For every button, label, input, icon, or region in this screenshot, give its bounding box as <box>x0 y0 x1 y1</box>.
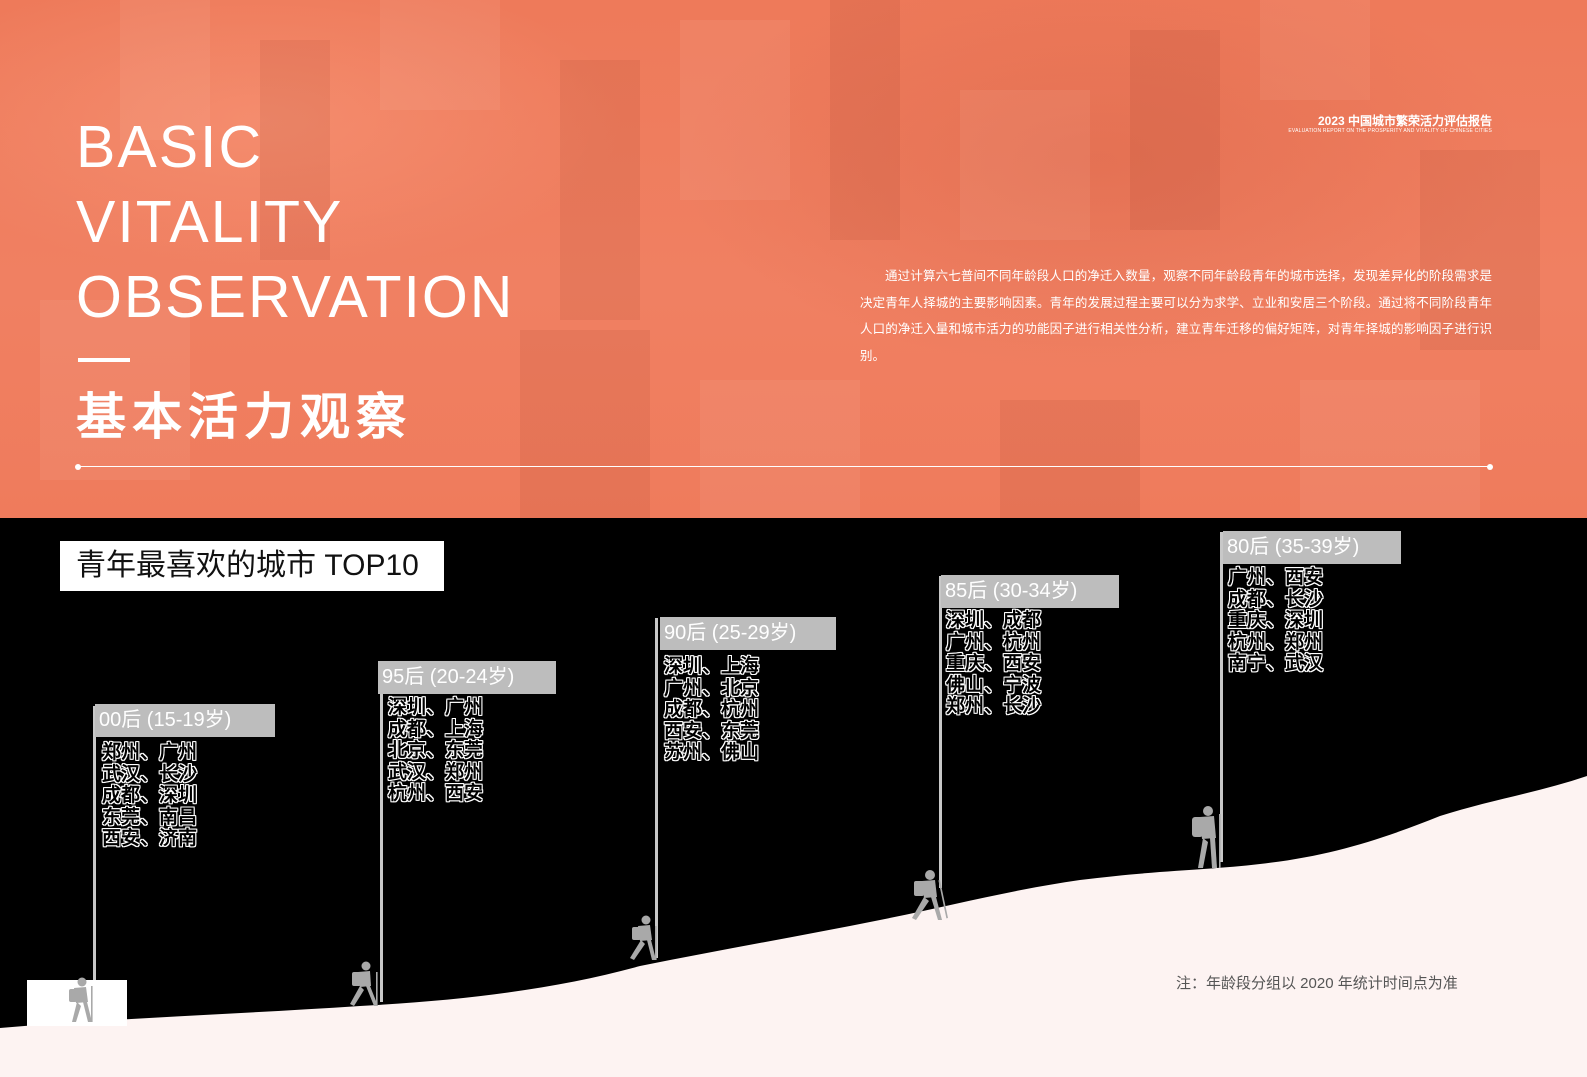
building-texture <box>680 20 790 200</box>
city-pair: 武汉、长沙 <box>102 763 198 785</box>
city-pair: 东莞、南昌 <box>102 806 198 828</box>
city-list-80: 广州、西安 成都、长沙 重庆、深圳 杭州、郑州 南宁、武汉 <box>1228 567 1323 675</box>
title-divider <box>78 358 130 362</box>
flag-label-80: 80后 (35-39岁) <box>1223 531 1401 564</box>
flag-pole <box>939 576 942 888</box>
city-pair: 西安、东莞 <box>664 720 760 742</box>
building-texture <box>120 0 210 140</box>
city-pair: 广州、西安 <box>1228 567 1324 588</box>
city-pair: 深圳、广州 <box>388 697 484 718</box>
city-list-90: 深圳、上海 广州、北京 成都、杭州 西安、东莞 苏州、佛山 <box>664 656 759 764</box>
rule-dot-right <box>1487 463 1493 470</box>
flag-label-00: 00后 (15-19岁) <box>95 704 275 737</box>
flag-label-85: 85后 (30-34岁) <box>941 575 1119 608</box>
city-pair: 深圳、上海 <box>664 656 760 677</box>
hiker-icon <box>912 870 948 920</box>
report-title-cn: 2023 中国城市繁荣活力评估报告 <box>1317 114 1492 128</box>
intro-paragraph: 通过计算六七普间不同年龄段人口的净迁入数量，观察不同年龄段青年的城市选择，发现差… <box>860 269 1492 363</box>
flag-pole <box>380 662 383 1002</box>
city-pair: 成都、上海 <box>388 718 484 740</box>
city-pair: 武汉、郑州 <box>388 761 484 783</box>
flag-label-90: 90后 (25-29岁) <box>660 617 836 650</box>
hiker-icon <box>1192 806 1221 868</box>
city-pair: 杭州、郑州 <box>1228 631 1324 653</box>
city-pair: 郑州、广州 <box>102 742 198 763</box>
title-cn: 基本活力观察 <box>76 389 412 445</box>
title-en-line-3: OBSERVATION <box>76 264 515 330</box>
building-texture <box>1420 150 1540 350</box>
city-pair: 佛山、宁波 <box>946 674 1042 696</box>
city-pair: 广州、杭州 <box>946 631 1042 653</box>
building-texture <box>520 330 650 518</box>
building-texture <box>560 60 640 320</box>
city-pair: 西安、济南 <box>102 828 198 849</box>
city-list-00: 郑州、广州 武汉、长沙 成都、深圳 东莞、南昌 西安、济南 <box>102 742 197 850</box>
city-pair: 苏州、佛山 <box>664 742 760 763</box>
city-pair: 广州、北京 <box>664 677 760 699</box>
building-texture <box>960 90 1090 240</box>
mountain-slope <box>0 776 1587 1077</box>
rule-dot-left <box>75 463 81 470</box>
building-texture <box>1260 0 1370 100</box>
city-list-85: 深圳、成都 广州、杭州 重庆、西安 佛山、宁波 郑州、长沙 <box>946 610 1041 718</box>
building-texture <box>1130 30 1220 230</box>
hiker-icon <box>630 915 657 960</box>
city-list-95: 深圳、广州 成都、上海 北京、东莞 武汉、郑州 杭州、西安 <box>388 697 483 805</box>
title-en-line-1: BASIC <box>76 114 264 180</box>
city-pair: 南宁、武汉 <box>1228 653 1324 674</box>
section-title: 青年最喜欢的城市 TOP10 <box>60 541 444 591</box>
city-pair: 成都、长沙 <box>1228 588 1324 610</box>
building-texture <box>40 300 190 480</box>
building-texture <box>1000 400 1140 518</box>
city-pair: 重庆、深圳 <box>1228 610 1324 631</box>
building-texture <box>700 380 860 518</box>
city-pair: 深圳、成都 <box>946 610 1042 631</box>
city-pair: 成都、深圳 <box>102 785 198 806</box>
flag-pole <box>93 706 96 990</box>
flag-pole <box>1220 532 1223 862</box>
building-texture <box>1300 380 1480 518</box>
city-pair: 杭州、西安 <box>388 783 484 804</box>
flag-label-95: 95后 (20-24岁) <box>378 661 556 694</box>
hiker-icon <box>350 961 378 1006</box>
header-rule <box>78 466 1490 467</box>
city-pair: 北京、东莞 <box>388 740 484 761</box>
header-banner <box>0 0 1587 518</box>
flag-pole <box>655 618 658 958</box>
building-texture <box>830 0 900 240</box>
title-en-line-2: VITALITY <box>76 189 344 255</box>
hiker-icon <box>69 977 93 1022</box>
city-pair: 重庆、西安 <box>946 653 1042 674</box>
footnote: 注：年龄段分组以 2020 年统计时间点为准 <box>1176 975 1458 992</box>
building-texture <box>260 40 330 260</box>
report-title-en: EVALUATION REPORT ON THE PROSPERITY AND … <box>1288 128 1492 134</box>
city-pair: 郑州、长沙 <box>946 696 1042 717</box>
building-texture <box>380 0 500 110</box>
city-pair: 成都、杭州 <box>664 699 760 720</box>
